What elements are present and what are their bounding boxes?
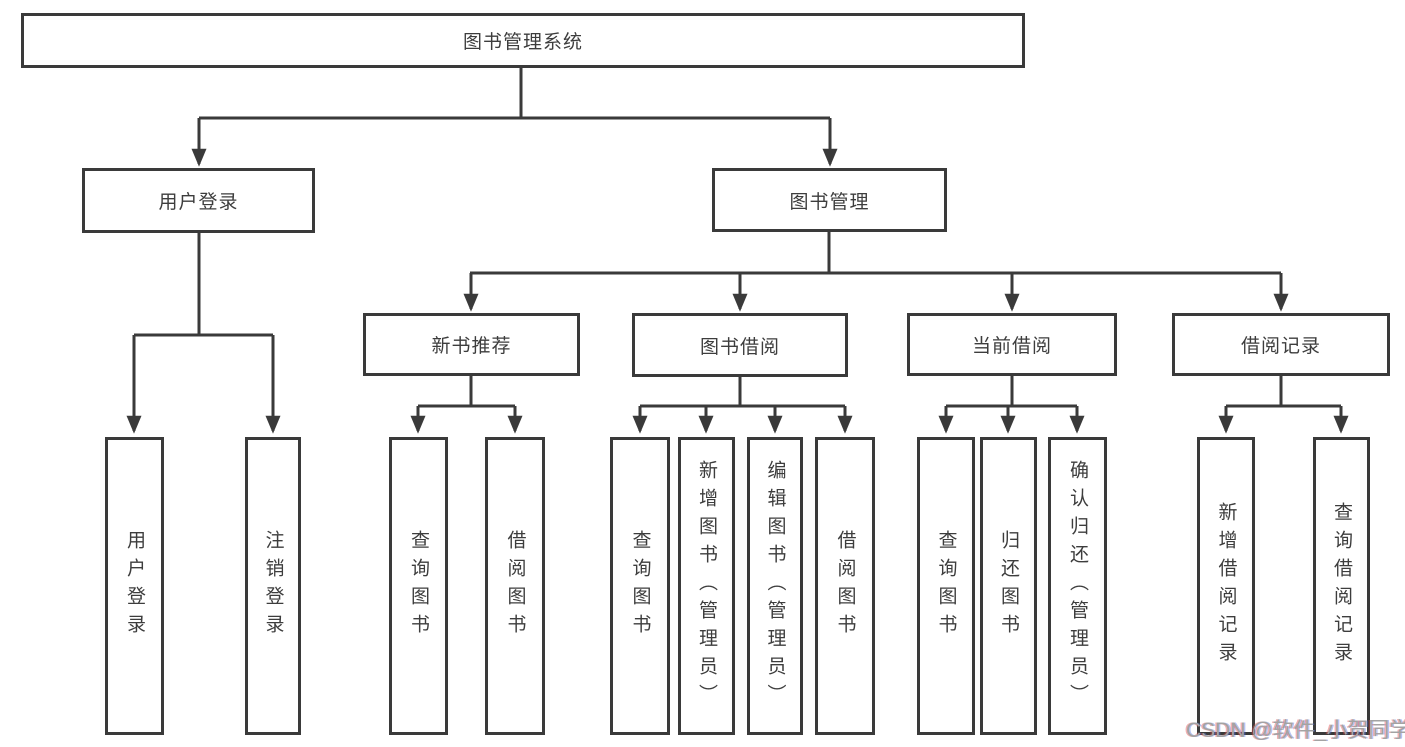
node-current-borrow: 当前借阅 — [907, 313, 1117, 376]
node-user-login-label: 用户登录 — [158, 192, 239, 213]
node-leaf-br-query-record-label: 查询借阅记录 — [1331, 502, 1352, 670]
node-borrow-records: 借阅记录 — [1172, 313, 1390, 376]
node-leaf-br-add-record: 新增借阅记录 — [1197, 437, 1255, 735]
node-book-borrow-label: 图书借阅 — [699, 336, 780, 358]
node-leaf-nb-query-books-label: 查询图书 — [408, 530, 429, 642]
node-leaf-cb-return-books-label: 归还图书 — [998, 530, 1019, 642]
node-leaf-bb-query-books: 查询图书 — [610, 437, 670, 735]
node-leaf-logout-label: 注销登录 — [262, 530, 284, 642]
node-leaf-bb-add-books-admin: 新增图书（管理员） — [678, 437, 735, 735]
node-user-login: 用户登录 — [82, 168, 315, 233]
node-leaf-br-add-record-label: 新增借阅记录 — [1215, 502, 1237, 670]
node-book-borrow: 图书借阅 — [632, 313, 848, 377]
node-leaf-bb-edit-books-admin: 编辑图书（管理员） — [747, 437, 803, 735]
node-leaf-cb-confirm-return-admin: 确认归还（管理员） — [1048, 437, 1107, 735]
node-book-management-label: 图书管理 — [789, 191, 870, 213]
node-root: 图书管理系统 — [21, 13, 1025, 68]
node-leaf-cb-query-books-label: 查询图书 — [935, 530, 957, 642]
node-leaf-cb-confirm-return-admin-label: 确认归还（管理员） — [1067, 460, 1088, 712]
node-leaf-br-query-record: 查询借阅记录 — [1313, 437, 1370, 735]
node-leaf-bb-add-books-admin-label: 新增图书（管理员） — [696, 460, 717, 712]
node-book-management: 图书管理 — [712, 168, 947, 232]
csdn-watermark: CSDN @软件_小贺同学 — [1186, 719, 1405, 742]
node-leaf-nb-query-books: 查询图书 — [389, 437, 448, 735]
node-root-label: 图书管理系统 — [462, 32, 583, 53]
node-borrow-records-label: 借阅记录 — [1240, 336, 1321, 357]
node-leaf-nb-borrow-books-label: 借阅图书 — [504, 530, 526, 642]
node-leaf-bb-borrow-books: 借阅图书 — [815, 437, 875, 735]
node-leaf-nb-borrow-books: 借阅图书 — [485, 437, 545, 735]
node-leaf-cb-return-books: 归还图书 — [980, 437, 1037, 735]
node-leaf-bb-edit-books-admin-label: 编辑图书（管理员） — [764, 460, 786, 712]
node-new-book-recommend-label: 新书推荐 — [431, 336, 512, 357]
node-current-borrow-label: 当前借阅 — [971, 336, 1052, 357]
node-new-book-recommend: 新书推荐 — [363, 313, 580, 376]
node-leaf-logout: 注销登录 — [245, 437, 301, 735]
node-leaf-user-login-label: 用户登录 — [124, 530, 145, 642]
node-leaf-user-login: 用户登录 — [105, 437, 164, 735]
node-leaf-bb-query-books-label: 查询图书 — [629, 530, 651, 642]
node-leaf-bb-borrow-books-label: 借阅图书 — [834, 530, 856, 642]
node-leaf-cb-query-books: 查询图书 — [917, 437, 975, 735]
